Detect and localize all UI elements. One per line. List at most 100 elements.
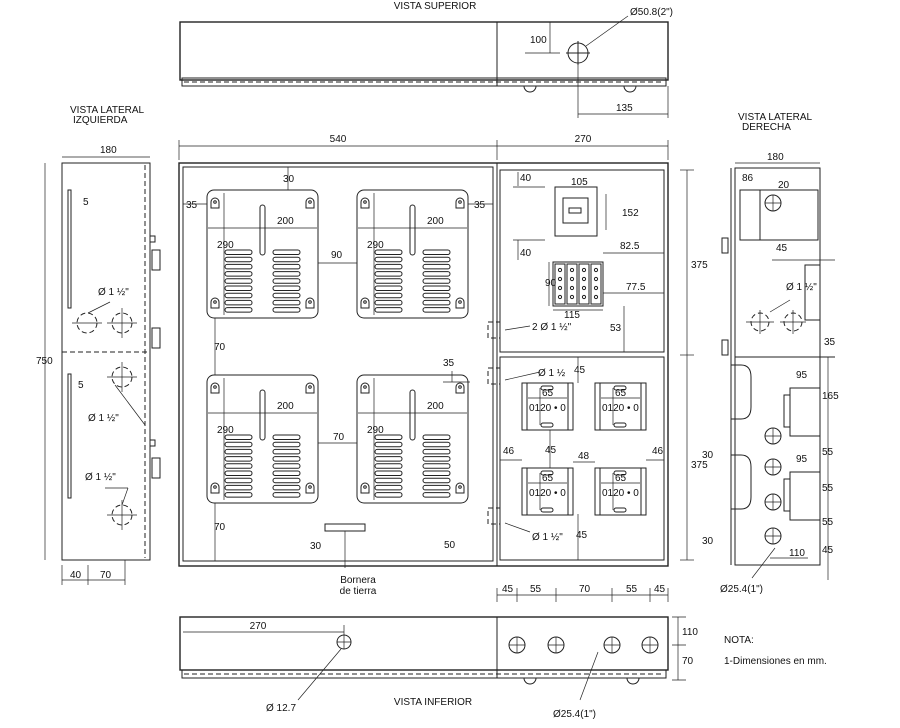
dimension-label: 55 <box>530 584 542 595</box>
dimension-label: 53 <box>610 323 622 334</box>
dimension-label: 180 <box>100 145 117 156</box>
module-width-label: 65 <box>615 473 627 484</box>
dimension-label: 105 <box>571 177 588 188</box>
left-side-view <box>44 156 161 585</box>
plate-height-label: 290 <box>367 240 384 251</box>
dimension-label: 55 <box>822 483 834 494</box>
dimension-label: 70 <box>682 656 694 667</box>
dimension-label: 30 <box>283 174 295 185</box>
conduit-hole-icon <box>566 41 590 65</box>
plate-height-label: 290 <box>217 240 234 251</box>
module-label: 0120 • 0 <box>529 488 566 499</box>
dimension-label: 95 <box>796 370 808 381</box>
dimension-label: 90 <box>331 250 343 261</box>
plate-width-label: 200 <box>427 401 444 412</box>
dimension-label: 70 <box>579 584 591 595</box>
dimension-label: 55 <box>822 447 834 458</box>
dimension-label: 90 <box>545 278 557 289</box>
dimension-label: 45 <box>654 584 666 595</box>
plate-height-label: 290 <box>367 425 384 436</box>
mounting-plate <box>356 374 469 504</box>
dimension-label: 100 <box>530 35 547 46</box>
dimension-label: 40 <box>520 248 532 259</box>
conduit-label: Ø 1 ½" <box>88 413 119 424</box>
dimension-label: 40 <box>520 173 532 184</box>
dimension-label: 375 <box>691 260 708 271</box>
module-width-label: 65 <box>542 388 554 399</box>
right-side-view <box>721 162 835 580</box>
dimension-label: 30 <box>310 541 322 552</box>
module-label: 0120 • 0 <box>602 488 639 499</box>
dimension-label: 45 <box>545 445 557 456</box>
plate-width-label: 200 <box>277 216 294 227</box>
dimension-label: 5 <box>78 380 84 391</box>
top-view <box>179 15 669 118</box>
dimension-label: 110 <box>789 548 805 559</box>
dimension-label: 45 <box>502 584 514 595</box>
dimension-label: 110 <box>682 627 698 638</box>
dimension-label: 375 <box>691 460 708 471</box>
plate-width-label: 200 <box>277 401 294 412</box>
view-title: VISTA SUPERIOR <box>394 1 477 12</box>
dimension-label: 270 <box>250 621 267 632</box>
conduit-label: 2 Ø 1 ½" <box>532 322 572 333</box>
dimension-label: 45 <box>776 243 788 254</box>
module-label: 0120 • 0 <box>529 403 566 414</box>
mounting-plate <box>206 374 319 504</box>
dimension-label: 50 <box>444 540 456 551</box>
conduit-label: Ø 1 ½" <box>98 287 129 298</box>
dimension-label: 35 <box>186 200 198 211</box>
mounting-plate <box>356 189 469 319</box>
dimension-label: 70 <box>214 522 226 533</box>
meter-module <box>521 467 574 516</box>
note-text: 1-Dimensiones en mm. <box>724 656 827 667</box>
dimension-label: 35 <box>824 337 836 348</box>
dimension-label: 30 <box>702 536 714 547</box>
mounting-plate <box>206 189 319 319</box>
dimension-label: 30 <box>702 450 714 461</box>
bornera-label: Bornera <box>340 575 376 586</box>
conduit-label: Ø 1 ½" <box>532 532 563 543</box>
terminal-block <box>548 261 604 311</box>
bornera-label: de tierra <box>340 586 377 597</box>
dimension-label: 152 <box>622 208 639 219</box>
dimension-label: 70 <box>214 342 226 353</box>
dimension-label: 135 <box>616 103 633 114</box>
dimension-label: 70 <box>333 432 345 443</box>
dimension-label: 20 <box>778 180 790 191</box>
dimension-label: 180 <box>767 152 784 163</box>
module-width-label: 65 <box>615 388 627 399</box>
dimension-label: 750 <box>36 356 53 367</box>
view-title: DERECHA <box>742 122 791 133</box>
view-title: IZQUIERDA <box>73 115 128 126</box>
hole-diameter-label: Ø50.8(2") <box>630 7 673 18</box>
dimension-label: 35 <box>474 200 486 211</box>
breaker-box <box>554 186 598 237</box>
dimension-label: 46 <box>652 446 664 457</box>
module-label: 0120 • 0 <box>602 403 639 414</box>
view-title: VISTA LATERAL <box>738 112 813 123</box>
conduit-label: Ø 1 ½" <box>85 472 116 483</box>
dimension-label: 55 <box>626 584 638 595</box>
dimension-label: 115 <box>564 310 580 321</box>
meter-module <box>594 382 647 431</box>
dimension-label: 45 <box>822 545 834 556</box>
dimension-label: 46 <box>503 446 515 457</box>
ground-terminal-block <box>324 523 366 532</box>
dimension-label: 35 <box>443 358 455 369</box>
dimension-label: 82.5 <box>620 241 640 252</box>
dimension-label: 5 <box>83 197 89 208</box>
hole-diameter-label: Ø 12.7 <box>266 703 296 714</box>
dimension-label: 95 <box>796 454 808 465</box>
dimension-label: 40 <box>70 570 82 581</box>
dimension-label: 540 <box>330 134 347 145</box>
hole-diameter-label: Ø25.4(1") <box>720 584 763 595</box>
dimension-label: 48 <box>578 451 590 462</box>
front-view <box>178 140 694 568</box>
meter-module <box>521 382 574 431</box>
dimension-label: 165 <box>822 391 839 402</box>
dimension-label: 45 <box>574 365 586 376</box>
plate-height-label: 290 <box>217 425 234 436</box>
dimension-label: 70 <box>100 570 112 581</box>
